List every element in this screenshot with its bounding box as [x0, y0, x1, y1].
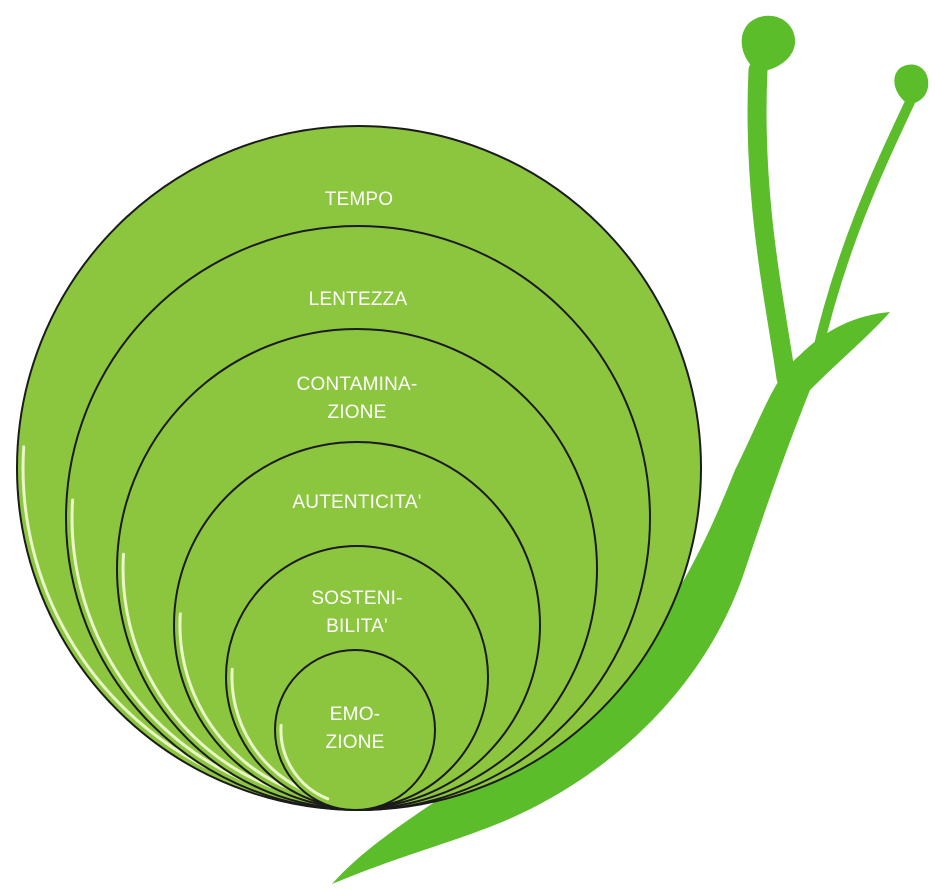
ring-emozione-disc [275, 650, 435, 810]
ring-lentezza-label: LENTEZZA [309, 289, 408, 310]
shell-rings: TEMPO LENTEZZA CONTAMINA- ZIONE AUTENTICITA'… [17, 126, 701, 810]
ring-emozione: EMO- ZIONE [275, 650, 435, 810]
ring-tempo-label: TEMPO [325, 189, 394, 210]
ring-emozione-label: EMO- [330, 704, 380, 725]
ring-emozione-label: ZIONE [325, 732, 384, 753]
ring-autenticita-label: AUTENTICITA' [292, 492, 421, 513]
left-antenna-tip [742, 16, 795, 72]
ring-sostenibilita-label: SOSTENI- [311, 588, 402, 609]
right-antenna-tip [894, 65, 928, 104]
ring-sostenibilita-label: BILITA' [326, 616, 388, 637]
ring-contaminazione-label: CONTAMINA- [297, 374, 418, 395]
left-antenna [757, 70, 786, 378]
ring-contaminazione-label: ZIONE [327, 402, 386, 423]
